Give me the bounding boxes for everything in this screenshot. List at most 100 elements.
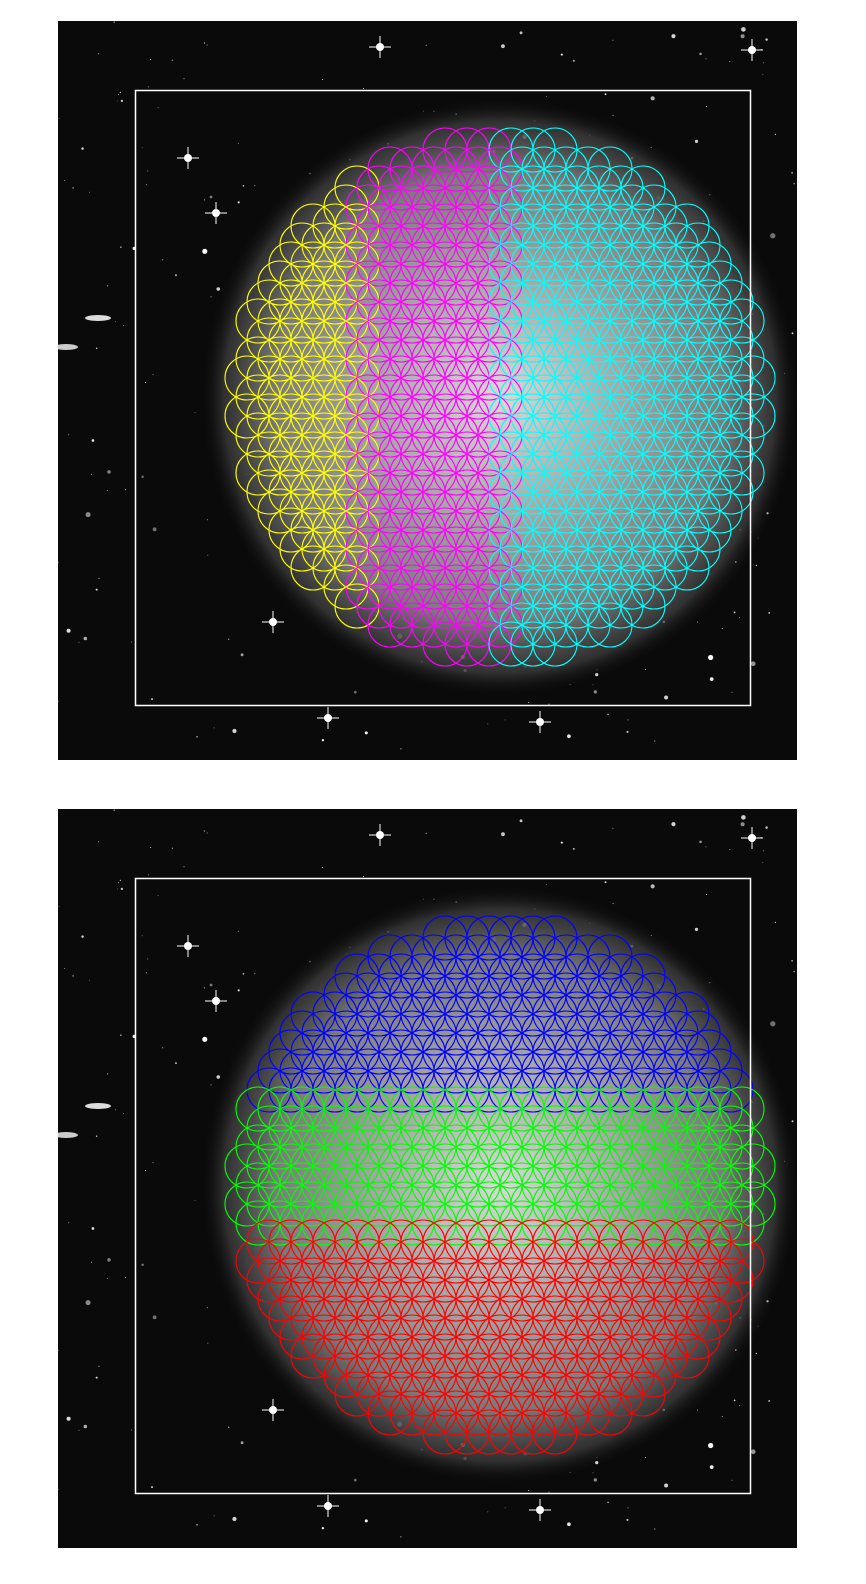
star [114,321,116,323]
star [699,840,702,844]
star [528,1489,530,1491]
star [793,182,796,185]
fiber-pointings [224,127,776,667]
star [107,1073,109,1075]
star [731,1479,733,1481]
star [708,1442,714,1449]
star [644,1457,646,1459]
star [664,695,669,700]
star [58,117,60,119]
star [321,867,323,869]
star [731,691,733,693]
star [131,1429,133,1431]
star [91,473,93,475]
star [120,99,123,102]
star [78,641,80,643]
edge-on-galaxy [85,315,111,321]
star [721,1415,723,1418]
star [81,935,84,938]
star [741,27,746,32]
star [487,1511,489,1513]
star [763,850,765,852]
star [528,701,530,703]
star [232,728,237,734]
star [791,171,793,174]
star [627,719,629,721]
star [95,1135,98,1138]
star [95,347,98,350]
star [107,285,109,287]
fiber-circle [532,1409,578,1455]
star [593,1478,598,1482]
star [721,627,723,630]
star [91,1261,93,1263]
star [107,1258,111,1262]
star [203,987,205,989]
star [768,611,771,614]
star [113,21,116,23]
star [183,78,185,80]
bright-star [262,1399,284,1421]
star [213,1515,215,1517]
star [705,894,707,896]
star [504,719,506,721]
star [548,1491,550,1493]
star [612,827,614,829]
star [113,809,116,811]
bright-star [177,935,199,957]
star [612,903,614,905]
star [321,79,323,81]
star [209,195,213,199]
bright-star [741,39,763,61]
star [64,179,66,181]
star [145,972,147,974]
star [213,727,215,729]
fiber-circle [587,602,633,648]
star [353,690,357,694]
star [174,274,177,277]
star [151,1486,153,1489]
star [321,739,325,742]
star [607,1501,609,1504]
star [131,641,133,643]
star [242,185,245,187]
star [125,1277,127,1279]
star [750,1449,756,1455]
star [705,846,707,848]
star [106,1277,108,1280]
star [644,669,646,671]
star [145,184,147,186]
star [763,62,765,64]
star [762,862,764,864]
star [654,740,656,742]
star [519,819,523,823]
star [151,698,153,701]
star [770,233,776,239]
star [88,191,90,193]
star [739,1405,741,1407]
star [705,106,707,108]
star [612,115,614,117]
star [607,713,609,716]
star [548,703,550,705]
bright-star [317,707,339,729]
star [88,979,90,981]
bright-star [177,147,199,169]
star [207,554,209,556]
star [237,142,239,144]
star [141,1263,144,1266]
star [147,874,149,876]
star [196,736,198,738]
star [183,866,185,868]
star [83,636,88,641]
star [152,1315,157,1320]
bright-star [529,711,551,733]
star [98,577,100,579]
star [545,95,547,97]
edge-on-galaxy [85,1103,111,1109]
star [237,930,239,932]
star [91,439,95,442]
star [626,1518,629,1521]
star [694,927,699,932]
star [141,147,143,149]
